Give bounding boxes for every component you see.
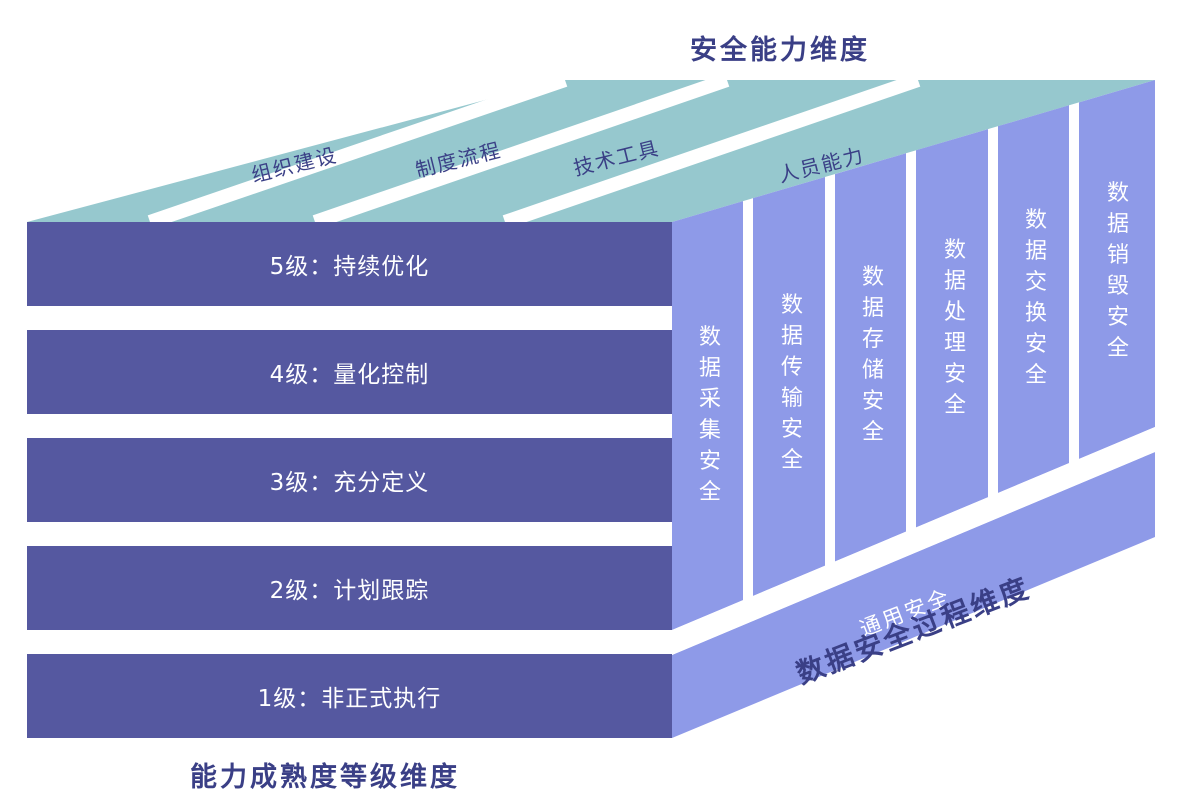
stage-storage: 数据存储安全 <box>861 265 884 445</box>
capability-dimension-title: 安全能力维度 <box>690 35 870 66</box>
side-face-general <box>672 452 1155 738</box>
stage-exchange: 数据交换安全 <box>1024 208 1047 388</box>
side-face-gaps <box>672 427 1155 655</box>
side-column-2 <box>753 177 825 596</box>
level-3-label: 3级：充分定义 <box>269 470 430 496</box>
top-divider-3 <box>502 73 921 229</box>
side-column-6 <box>1079 80 1155 459</box>
side-face-columns <box>672 80 1155 631</box>
stage-collection: 数据采集安全 <box>698 325 721 505</box>
level-3: 3级：充分定义 <box>27 438 672 522</box>
stage-transmission: 数据传输安全 <box>780 293 803 473</box>
top-divider-2 <box>312 73 730 229</box>
side-column-1 <box>672 201 743 631</box>
level-2-label: 2级：计划跟踪 <box>269 578 430 604</box>
side-column-5 <box>998 105 1069 493</box>
side-gap-band <box>672 427 1155 655</box>
top-face-dividers <box>147 73 921 229</box>
level-4-label: 4级：量化控制 <box>269 362 430 388</box>
side-column-3 <box>835 153 906 562</box>
top-face <box>27 80 1155 222</box>
stage-processing: 数据处理安全 <box>943 238 966 418</box>
side-column-4 <box>916 129 988 528</box>
maturity-dimension-title: 能力成熟度等级维度 <box>190 762 460 793</box>
level-4: 4级：量化控制 <box>27 330 672 414</box>
stage-destruction: 数据销毁安全 <box>1106 181 1129 361</box>
level-1-label: 1级：非正式执行 <box>257 686 442 712</box>
top-divider-1 <box>147 73 568 229</box>
level-5-label: 5级：持续优化 <box>269 254 430 280</box>
level-1: 1级：非正式执行 <box>27 654 672 738</box>
level-5: 5级：持续优化 <box>27 222 672 306</box>
level-2: 2级：计划跟踪 <box>27 546 672 630</box>
